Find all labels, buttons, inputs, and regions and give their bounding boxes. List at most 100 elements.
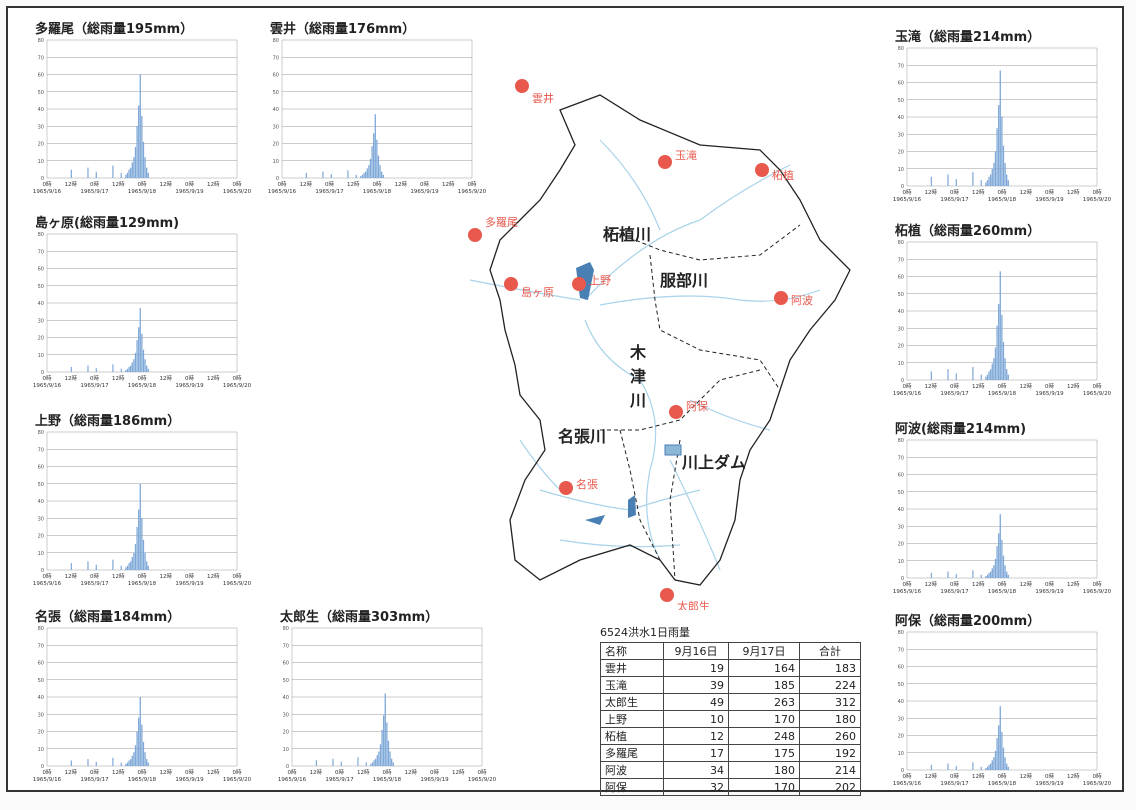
rain-bar — [125, 567, 127, 570]
y-tick-label: 70 — [898, 257, 904, 263]
rain-bar — [133, 359, 135, 372]
x-tick-hour: 12時 — [972, 772, 985, 780]
y-tick-label: 30 — [38, 318, 44, 324]
x-tick-hour: 12時 — [207, 572, 220, 580]
rain-bar — [70, 760, 72, 766]
rain-bar — [340, 761, 342, 766]
cell-value: 312 — [799, 693, 861, 711]
rain-bar — [131, 557, 133, 570]
y-tick-label: 0 — [41, 568, 44, 574]
x-tick-hour: 12時 — [112, 572, 125, 580]
x-tick-date: 1965/9/16 — [33, 189, 62, 195]
x-tick-hour: 0時 — [325, 180, 334, 188]
x-tick-date: 1965/9/17 — [940, 589, 969, 595]
x-tick-date: 1965/9/16 — [893, 589, 922, 595]
page-frame — [6, 6, 1124, 792]
rain-bar — [138, 327, 140, 372]
river-se — [669, 459, 721, 571]
y-tick-label: 20 — [898, 150, 904, 156]
rain-bar — [1006, 763, 1008, 770]
x-tick-hour: 12時 — [452, 768, 465, 776]
rain-bar — [130, 365, 132, 372]
x-tick-hour: 12時 — [207, 180, 220, 188]
rain-bar — [376, 755, 378, 766]
station-label: 玉滝 — [675, 149, 697, 162]
rain-bar — [947, 369, 949, 380]
x-tick-date: 1965/9/19 — [410, 189, 439, 195]
rain-bar — [988, 176, 990, 186]
x-tick-hour: 0時 — [468, 180, 477, 188]
y-tick-label: 40 — [273, 107, 279, 113]
rain-bar — [947, 174, 949, 186]
x-tick-hour: 12時 — [65, 180, 78, 188]
rain-bar — [382, 174, 384, 178]
rain-bar — [371, 762, 374, 766]
x-tick-hour: 12時 — [1020, 188, 1033, 196]
x-tick-hour: 0時 — [903, 382, 912, 390]
y-tick-label: 40 — [283, 695, 289, 701]
x-tick-date: 1965/9/18 — [128, 189, 157, 195]
y-tick-label: 30 — [283, 712, 289, 718]
rain-bar — [980, 574, 982, 578]
y-tick-label: 80 — [898, 630, 904, 636]
rain-bar — [986, 180, 989, 186]
station-label: 多羅尾 — [485, 215, 518, 229]
river-label: 川上ダム — [681, 453, 746, 472]
rain-bar — [112, 165, 114, 178]
x-tick-date: 1965/9/19 — [420, 777, 449, 783]
rain-bar — [315, 760, 317, 766]
y-tick-label: 70 — [273, 55, 279, 61]
rain-bar — [125, 174, 127, 178]
rain-bar — [141, 518, 143, 570]
x-tick-date: 1965/9/17 — [940, 781, 969, 787]
station-label: 上野 — [589, 274, 611, 287]
rain-bar — [1006, 369, 1008, 380]
y-tick-label: 60 — [38, 267, 44, 273]
rain-bar — [147, 762, 149, 766]
y-tick-label: 60 — [38, 73, 44, 79]
y-tick-label: 30 — [898, 132, 904, 138]
x-tick-hour: 0時 — [903, 580, 912, 588]
x-tick-date: 1965/9/18 — [363, 189, 392, 195]
cell-value: 19 — [663, 659, 729, 677]
rain-bar — [365, 762, 367, 766]
rain-bar — [988, 371, 990, 380]
chart-title: 雲井（総雨量176mm） — [270, 22, 416, 37]
rain-bar — [1007, 574, 1009, 578]
x-tick-date: 1965/9/20 — [1083, 391, 1112, 397]
y-tick-label: 60 — [283, 661, 289, 667]
x-tick-hour: 0時 — [90, 768, 99, 776]
rain-bar — [376, 139, 378, 178]
station-marker — [468, 228, 482, 242]
x-tick-hour: 0時 — [430, 768, 439, 776]
x-tick-hour: 0時 — [373, 180, 382, 188]
rain-bar — [146, 167, 148, 178]
x-tick-hour: 12時 — [65, 374, 78, 382]
rain-bar — [136, 731, 138, 766]
y-tick-label: 50 — [38, 284, 44, 290]
rain-bar — [955, 373, 957, 380]
rain-bar — [87, 167, 89, 178]
cell-value: 34 — [663, 761, 729, 779]
cell-value: 12 — [663, 727, 729, 745]
x-tick-hour: 0時 — [335, 768, 344, 776]
y-tick-label: 40 — [38, 695, 44, 701]
river-label: 柘植川 — [603, 225, 651, 244]
x-tick-hour: 0時 — [950, 772, 959, 780]
river-label: 木 — [629, 343, 647, 362]
rain-bar — [146, 759, 148, 766]
x-tick-hour: 12時 — [112, 180, 125, 188]
col-name: 名称 — [600, 642, 664, 660]
x-tick-hour: 12時 — [357, 768, 370, 776]
rain-bar — [994, 151, 997, 186]
y-tick-label: 0 — [901, 768, 904, 774]
x-tick-date: 1965/9/18 — [988, 781, 1017, 787]
rain-bar — [363, 172, 365, 178]
y-tick-label: 80 — [38, 626, 44, 632]
